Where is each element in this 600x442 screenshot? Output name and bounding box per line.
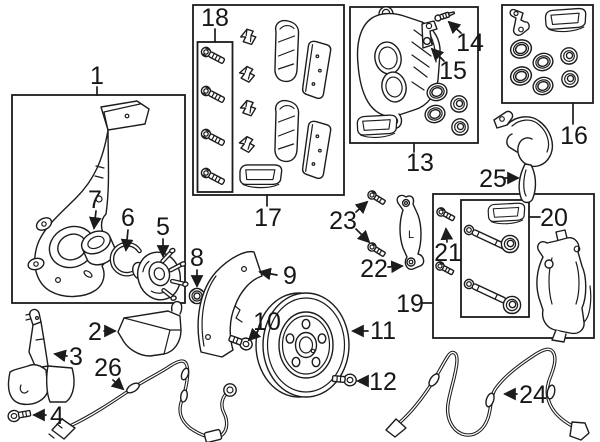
callout-9: 9 bbox=[283, 262, 297, 290]
callout-19: 19 bbox=[396, 290, 424, 318]
callout-13: 13 bbox=[406, 149, 434, 177]
duct-bolt-drawing bbox=[6, 407, 32, 424]
callout-21: 21 bbox=[434, 239, 462, 267]
splash-shield-drawing bbox=[197, 250, 263, 358]
sensor-holder-drawing bbox=[493, 110, 554, 204]
callout-20: 20 bbox=[540, 204, 568, 232]
callouts: 1 2 3 4 5 6 7 8 9 10 11 12 13 14 15 16 1… bbox=[50, 4, 588, 430]
callout-12: 12 bbox=[369, 368, 397, 396]
duct-bracket-drawing bbox=[7, 308, 75, 406]
bleeder-valve-drawing bbox=[434, 11, 456, 22]
callout-26: 26 bbox=[94, 354, 122, 382]
callout-6: 6 bbox=[121, 204, 135, 232]
callout-1: 1 bbox=[90, 62, 104, 90]
caliper-shim-drawing bbox=[356, 114, 399, 139]
bracket-marking-letter: L bbox=[408, 229, 414, 241]
brake-caliper-drawing bbox=[356, 6, 441, 130]
caliper-mount-bracket-drawing bbox=[536, 229, 592, 343]
callout-23: 23 bbox=[329, 207, 357, 235]
callout-10: 10 bbox=[253, 308, 281, 336]
callout-11: 11 bbox=[370, 317, 396, 345]
stop-bracket-drawing: L bbox=[396, 194, 425, 270]
callout-24: 24 bbox=[519, 381, 547, 409]
callout-14: 14 bbox=[456, 29, 484, 57]
callout-17: 17 bbox=[254, 204, 282, 232]
callout-18: 18 bbox=[201, 4, 229, 32]
pad-shim-drawing bbox=[239, 164, 283, 189]
callout-22: 22 bbox=[360, 255, 388, 283]
callout-8: 8 bbox=[190, 244, 204, 272]
callout-7: 7 bbox=[88, 186, 102, 214]
seal-kit-drawing bbox=[507, 7, 588, 98]
caliper-clip-bracket-drawing bbox=[421, 20, 438, 49]
leader-lines bbox=[32, 20, 574, 422]
callout-3: 3 bbox=[69, 343, 83, 371]
air-duct-drawing bbox=[117, 300, 183, 357]
callout-25: 25 bbox=[479, 165, 507, 193]
wear-sensor-rear-drawing bbox=[385, 347, 590, 441]
brake-rotor-drawing bbox=[255, 292, 350, 398]
callout-16: 16 bbox=[560, 122, 588, 150]
callout-4: 4 bbox=[50, 402, 64, 430]
wear-sensor-front-drawing bbox=[48, 359, 237, 442]
bracket-bolts-drawing bbox=[365, 188, 388, 259]
callout-5: 5 bbox=[156, 213, 170, 241]
callout-2: 2 bbox=[88, 318, 102, 346]
callout-15: 15 bbox=[439, 57, 467, 85]
